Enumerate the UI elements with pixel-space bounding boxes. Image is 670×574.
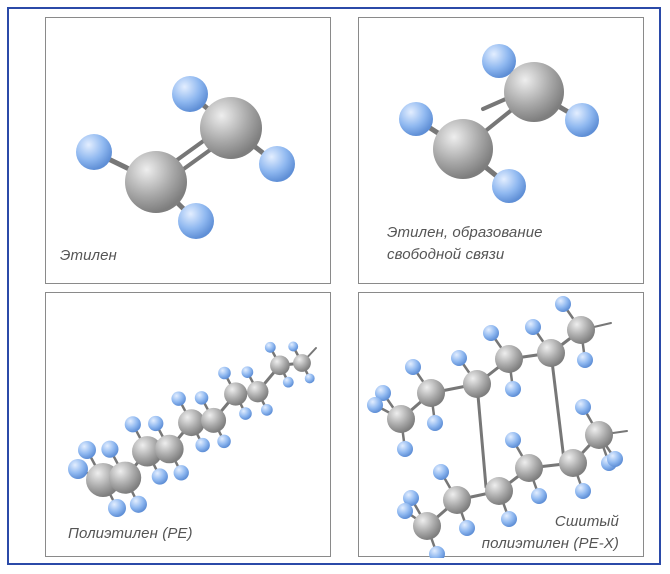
hydrogen-atom <box>261 404 273 416</box>
hydrogen-atom <box>501 511 517 527</box>
carbon-atom <box>417 379 445 407</box>
hydrogen-atom <box>194 391 209 405</box>
ethylene-free-bond-molecule <box>399 44 599 203</box>
crosslinked-polyethylene-network <box>367 296 628 558</box>
panel-ethylene-free-bond: Этилен, образование свободной связи <box>358 17 644 284</box>
hydrogen-atom <box>151 468 168 485</box>
carbon-atom <box>504 62 564 122</box>
hydrogen-atom <box>427 415 443 431</box>
hydrogen-atom <box>78 441 96 459</box>
hydrogen-atom <box>482 44 516 78</box>
hydrogen-atom <box>259 146 295 182</box>
hydrogen-atom <box>217 434 231 449</box>
caption-crosslinked-polyethylene: Сшитый полиэтилен (PE-X) <box>482 511 619 555</box>
hydrogen-atom <box>367 397 383 413</box>
bond <box>481 96 510 111</box>
hydrogen-atom <box>505 432 521 448</box>
caption-line: Полиэтилен (PE) <box>68 525 193 542</box>
carbon-atom <box>585 421 613 449</box>
hydrogen-atom <box>399 102 433 136</box>
caption-line: полиэтилен (PE-X) <box>481 535 619 552</box>
carbon-atom <box>201 407 227 433</box>
figure-frame: Этилен Этилен, образование свободной свя… <box>7 7 661 565</box>
hydrogen-atom <box>304 373 315 384</box>
carbon-atom <box>109 461 142 494</box>
hydrogen-atom <box>607 451 623 467</box>
caption-line: свободной связи <box>387 246 505 263</box>
hydrogen-atom <box>505 381 521 397</box>
hydrogen-atom <box>264 341 276 353</box>
carbon-atom <box>155 434 184 464</box>
hydrogen-atom <box>218 366 231 380</box>
bond <box>549 351 566 462</box>
hydrogen-atom <box>173 465 189 481</box>
hydrogen-atom <box>375 385 391 401</box>
ethylene-molecule <box>76 76 295 239</box>
hydrogen-atom <box>195 437 210 453</box>
hydrogen-atom <box>397 503 413 519</box>
hydrogen-atom <box>241 366 254 379</box>
carbon-atom <box>443 486 471 514</box>
carbon-atom <box>125 151 187 213</box>
hydrogen-atom <box>68 459 88 479</box>
hydrogen-atom <box>239 407 252 420</box>
hydrogen-atom <box>148 415 164 432</box>
hydrogen-atom <box>555 296 571 312</box>
hydrogen-atom <box>483 325 499 341</box>
hydrogen-atom <box>172 76 208 112</box>
panel-crosslinked-polyethylene: Сшитый полиэтилен (PE-X) <box>358 292 644 558</box>
hydrogen-atom <box>429 546 445 558</box>
caption-line: Этилен, образование <box>387 224 543 241</box>
hydrogen-atom <box>178 203 214 239</box>
carbon-atom <box>224 382 248 406</box>
carbon-atom <box>567 316 595 344</box>
hydrogen-atom <box>101 440 119 458</box>
carbon-atom <box>463 370 491 398</box>
carbon-atom <box>247 380 269 403</box>
carbon-atom <box>537 339 565 367</box>
hydrogen-atom <box>405 359 421 375</box>
hydrogen-atom <box>76 134 112 170</box>
polyethylene-chain <box>68 341 317 517</box>
carbon-atom <box>433 119 493 179</box>
hydrogen-atom <box>565 103 599 137</box>
caption-polyethylene: Полиэтилен (PE) <box>68 523 193 545</box>
panel-polyethylene: Полиэтилен (PE) <box>45 292 331 557</box>
carbon-atom <box>515 454 543 482</box>
hydrogen-atom <box>171 391 186 406</box>
hydrogen-atom <box>577 352 593 368</box>
hydrogen-atom <box>288 341 299 352</box>
hydrogen-atom <box>433 464 449 480</box>
hydrogen-atom <box>129 495 147 513</box>
hydrogen-atom <box>403 490 419 506</box>
caption-line: Этилен <box>60 247 117 264</box>
hydrogen-atom <box>124 416 141 433</box>
hydrogen-atom <box>492 169 526 203</box>
caption-line: Сшитый <box>554 513 619 530</box>
carbon-atom <box>178 409 205 437</box>
carbon-atom <box>387 405 415 433</box>
carbon-atom <box>413 512 441 540</box>
hydrogen-atom <box>397 441 413 457</box>
carbon-atom <box>270 355 290 376</box>
carbon-atom <box>132 436 163 467</box>
carbon-atom <box>495 345 523 373</box>
carbon-atom <box>200 97 262 159</box>
caption-ethylene-free-bond: Этилен, образование свободной связи <box>387 222 543 266</box>
hydrogen-atom <box>575 483 591 499</box>
hydrogen-atom <box>575 399 591 415</box>
hydrogen-atom <box>451 350 467 366</box>
hydrogen-atom <box>525 319 541 335</box>
panel-ethylene: Этилен <box>45 17 331 284</box>
hydrogen-atom <box>531 488 547 504</box>
caption-ethylene: Этилен <box>60 245 117 267</box>
carbon-atom <box>485 477 513 505</box>
carbon-atom <box>293 354 311 372</box>
hydrogen-atom <box>282 376 294 388</box>
hydrogen-atom <box>108 499 126 517</box>
carbon-atom <box>559 449 587 477</box>
bond <box>475 382 488 489</box>
hydrogen-atom <box>459 520 475 536</box>
